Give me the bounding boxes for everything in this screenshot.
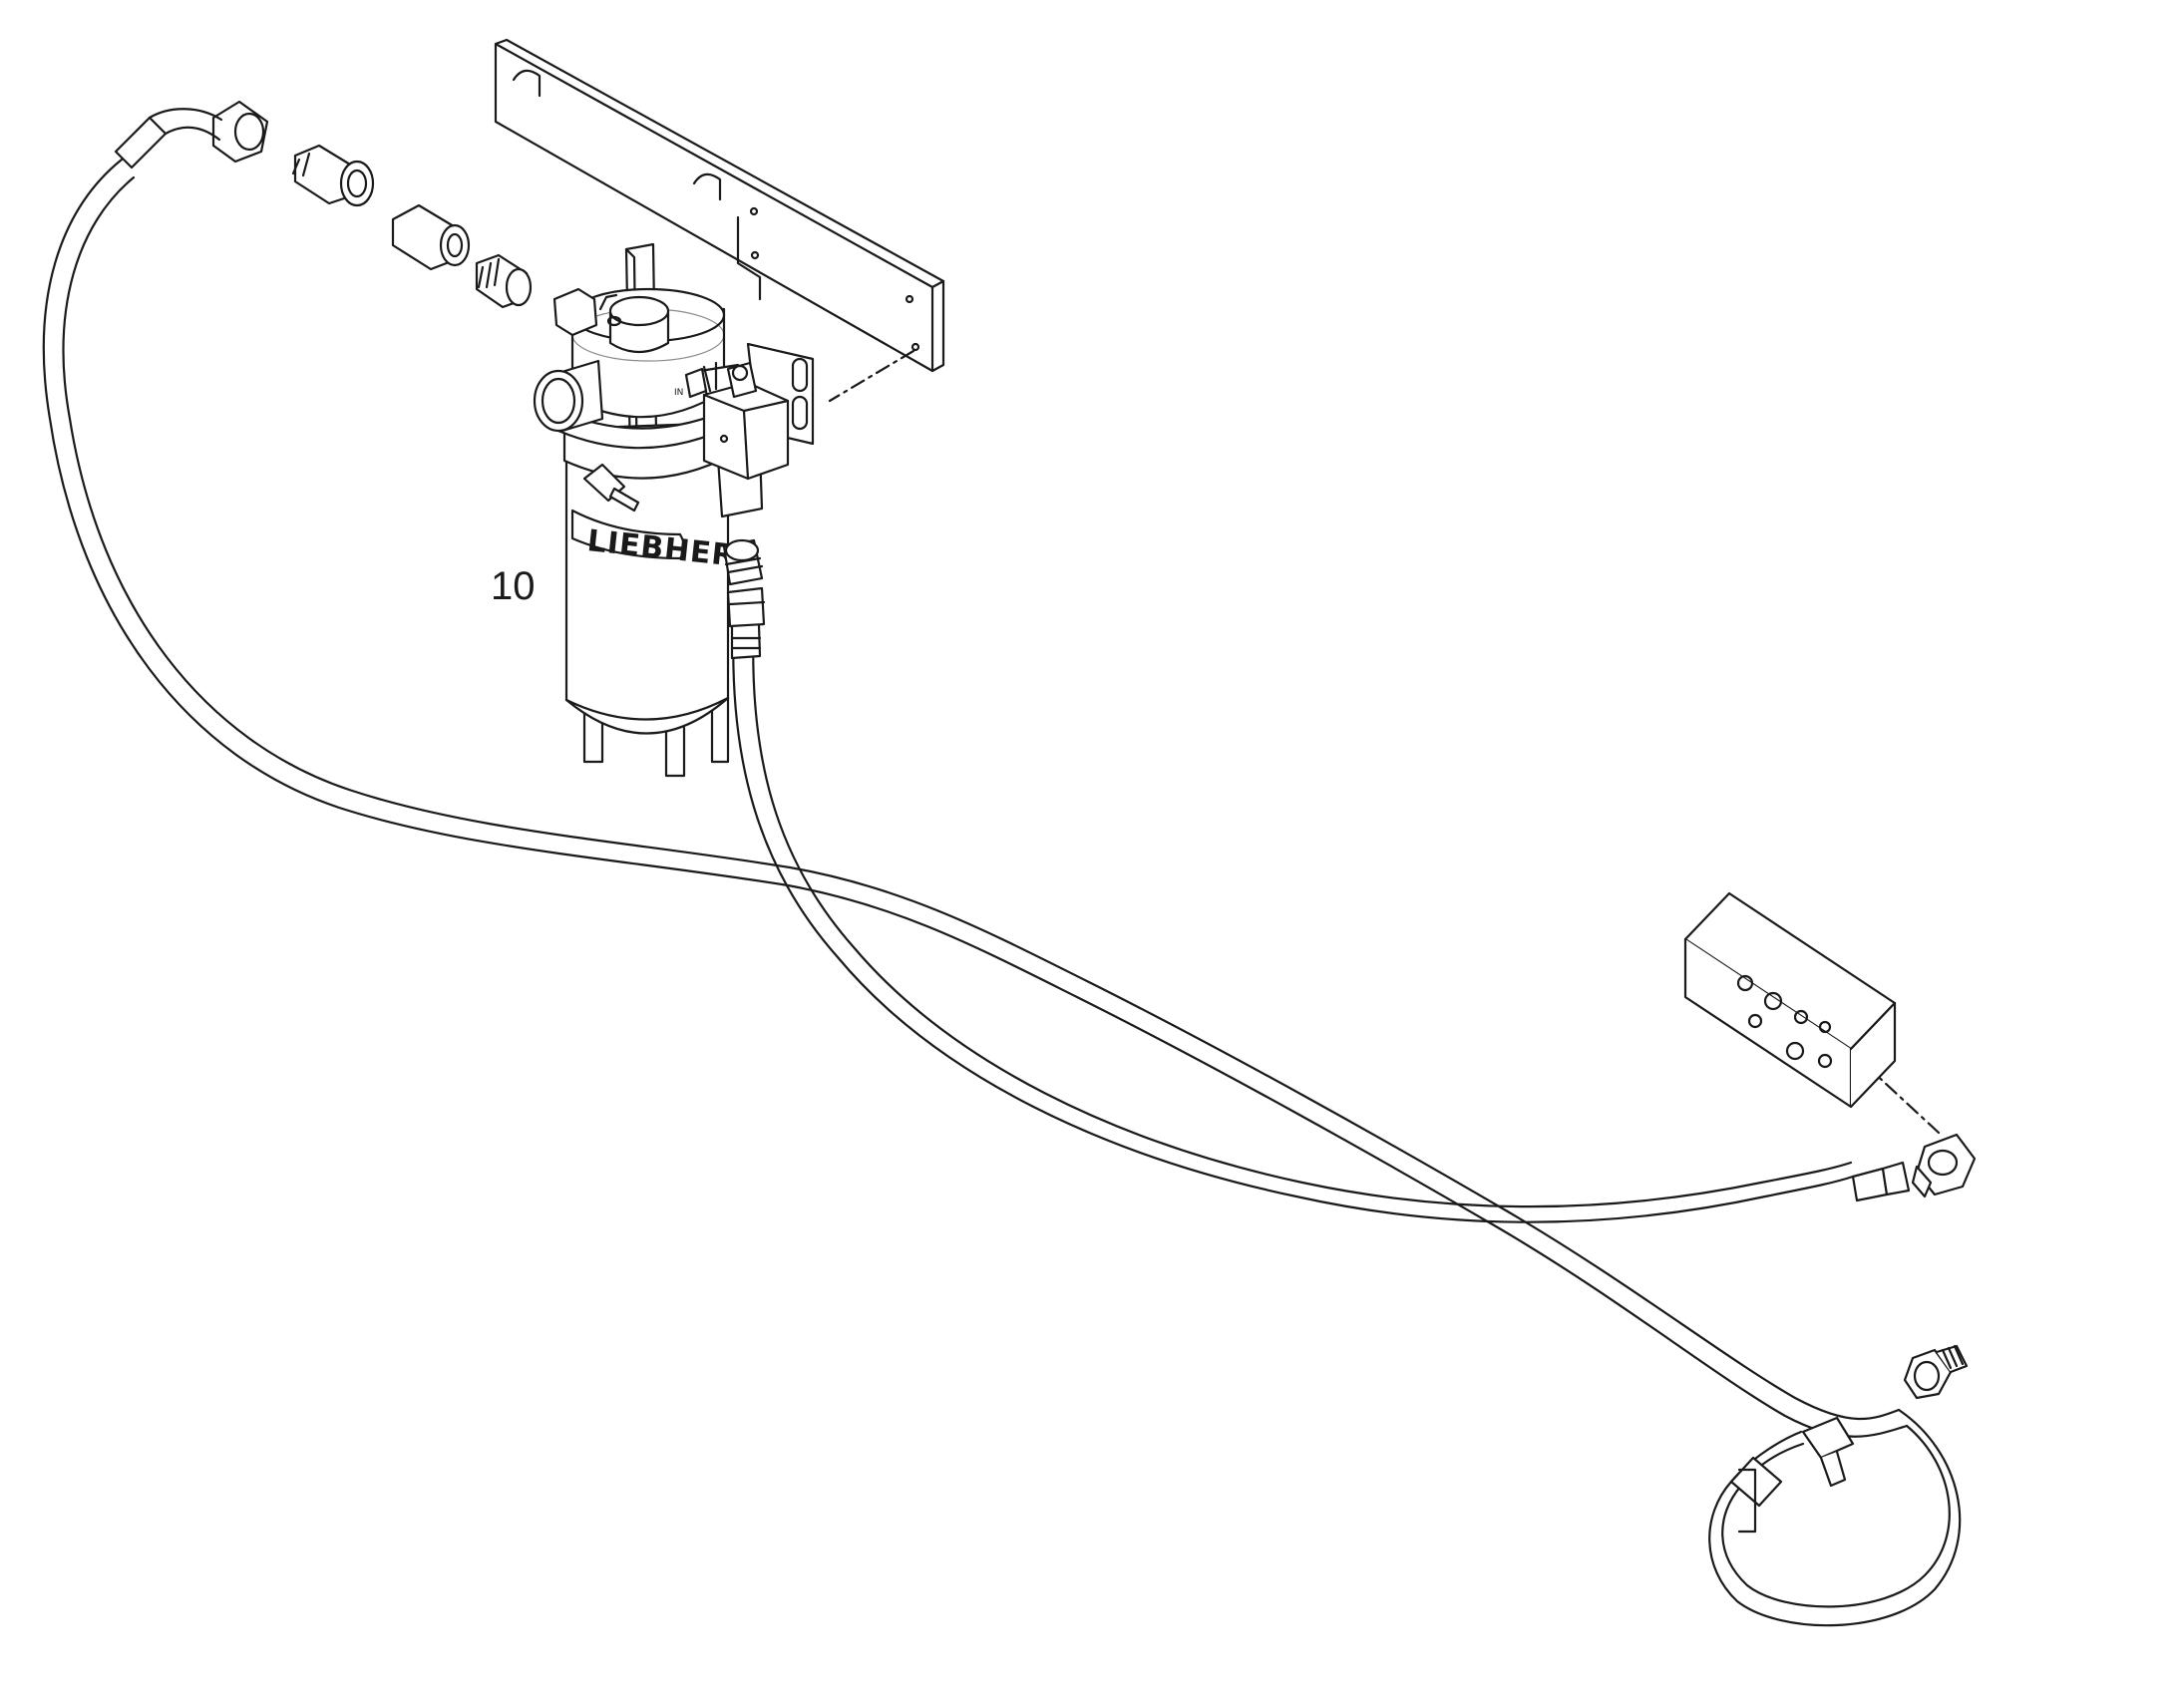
port-mark: IN: [674, 388, 683, 398]
mounting-bracket-icon: [494, 38, 945, 403]
part-number-label: 10: [491, 564, 536, 608]
hydraulic-hose-icon: [722, 538, 1911, 1223]
fitting-icon: [211, 100, 533, 309]
valve-block-icon: [684, 361, 790, 481]
fitting-icon: [1903, 1344, 1969, 1400]
manifold-block-icon: [1683, 891, 1897, 1109]
filter-housing-icon: LIEBHERR IN: [533, 242, 815, 778]
hydraulic-hose-icon: [42, 108, 1962, 1627]
